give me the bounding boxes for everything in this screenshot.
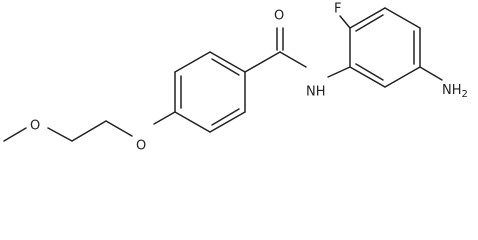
amide-group [244,27,351,78]
amide-nh-label: NH [306,85,326,100]
amine-label: NH2 [442,83,468,101]
fluorine-label: F [334,2,341,17]
benzamide-ring [174,51,246,133]
amine-subscript: 2 [462,89,468,100]
molecule-diagram: O NH F NH2 O O [3,2,468,154]
ether-oxygen-label: O [136,139,146,154]
carbonyl-oxygen-label: O [274,9,284,24]
aniline-ring [349,7,421,88]
ether-chain [3,111,176,142]
methoxy-oxygen-label: O [30,119,40,134]
amine-nh-text: NH [442,83,462,98]
aniline-substituents [339,15,443,81]
